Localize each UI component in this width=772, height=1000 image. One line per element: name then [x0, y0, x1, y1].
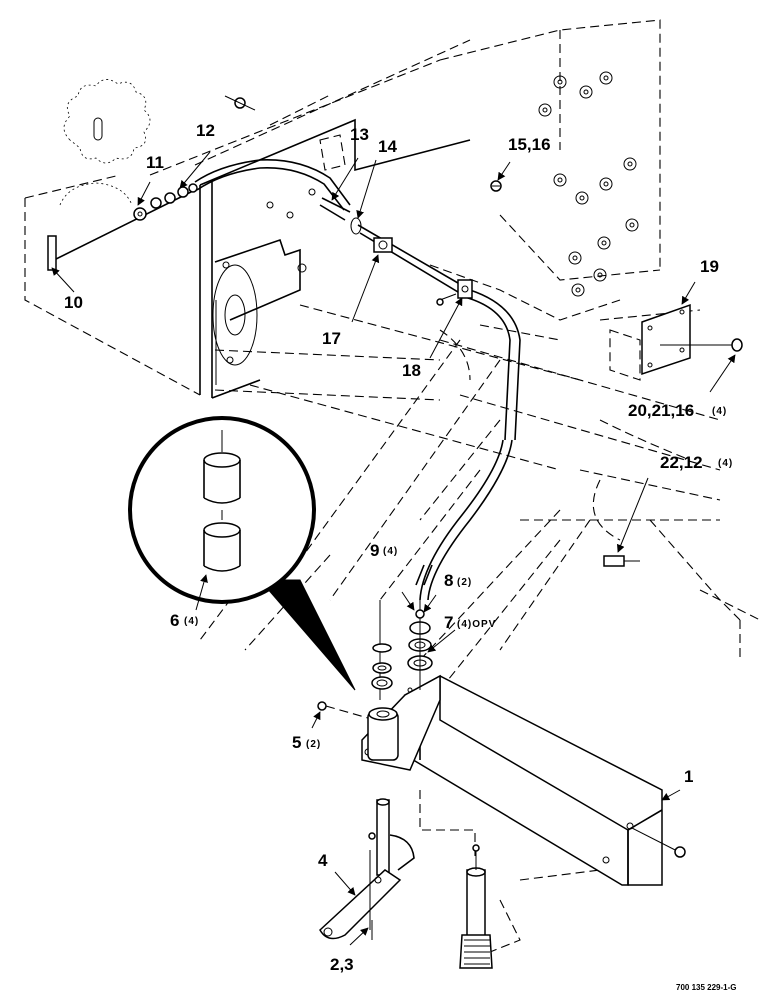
callout-9-qty: (4) [383, 546, 398, 557]
callout-9: 9 [370, 541, 379, 560]
support-arm-1 [317, 674, 686, 886]
callout-20-21-16: 20,21,16 [628, 401, 694, 420]
callout-14: 14 [378, 137, 397, 156]
panel-bolts [538, 71, 639, 297]
callout-4: 4 [318, 851, 328, 870]
callout-22-12: 22,12 [660, 453, 703, 472]
callout-labels: 1 2,3 4 5 (2) 6 (4) 7 (4)OPV 8 (2) 9 (4)… [64, 121, 737, 992]
callout-20-21-16-qty: (4) [712, 406, 727, 417]
callout-22-12-qty: (4) [718, 458, 733, 469]
callout-19: 19 [700, 257, 719, 276]
detail-magnifier [128, 416, 356, 691]
figure-reference: 700 135 229-1-G [676, 983, 737, 992]
callout-8: 8 [444, 571, 453, 590]
callout-1: 1 [684, 767, 693, 786]
bolt-22 [603, 555, 640, 567]
callout-7-qty: (4)OPV [457, 619, 496, 630]
gear-shaft [459, 844, 493, 969]
callout-11: 11 [146, 153, 164, 172]
callout-8-qty: (2) [457, 577, 472, 588]
callout-6: 6 [170, 611, 179, 630]
lever-4 [319, 798, 415, 940]
callout-6-qty: (4) [184, 616, 199, 627]
washer-stack [371, 564, 433, 700]
callout-18: 18 [402, 361, 421, 380]
callout-5-qty: (2) [306, 739, 321, 750]
callout-12: 12 [196, 121, 215, 140]
mounting-plate-19 [641, 303, 743, 376]
callout-5: 5 [292, 733, 301, 752]
machine-frame [24, 19, 761, 961]
callout-17: 17 [322, 329, 341, 348]
callout-10: 10 [64, 293, 83, 312]
tube-assembly [47, 95, 521, 601]
callout-15-16: 15,16 [508, 135, 551, 154]
leader-arrows [51, 151, 736, 946]
callout-2-3: 2,3 [330, 955, 354, 974]
callout-7: 7 [444, 613, 453, 632]
callout-13: 13 [350, 125, 369, 144]
